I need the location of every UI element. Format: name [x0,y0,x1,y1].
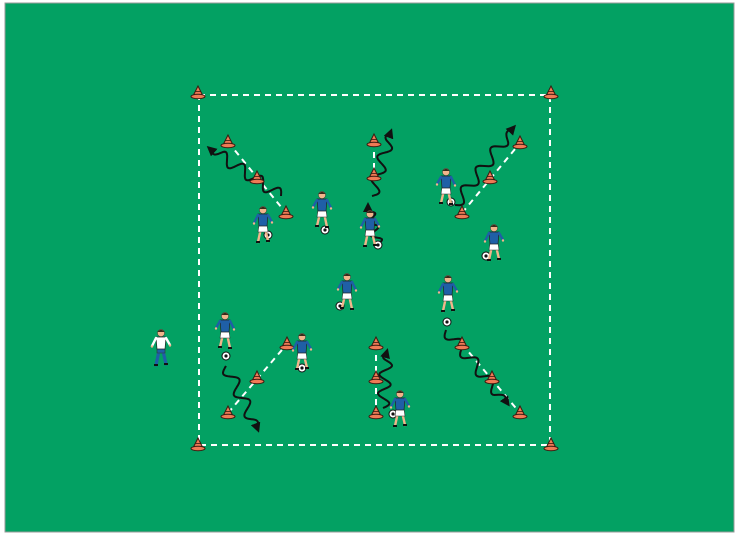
ball [298,364,306,372]
ball [222,352,230,360]
ball [443,318,451,326]
pitch-background [5,3,734,532]
